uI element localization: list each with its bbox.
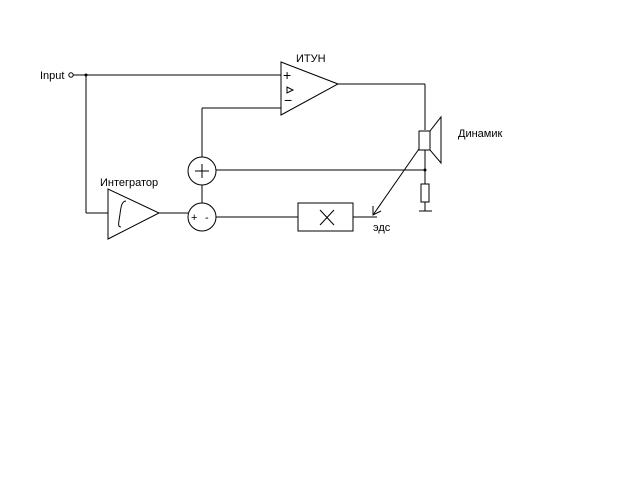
speaker-label: Динамик — [458, 128, 502, 140]
itun-plus-input: + — [283, 67, 291, 83]
lower-summing-minus: - — [205, 212, 209, 224]
integrator-label: Интегратор — [100, 177, 158, 189]
input-terminal — [68, 72, 74, 78]
integrator-amplifier — [107, 188, 161, 240]
emf-label: эдс — [373, 222, 391, 234]
multiplier-cross-b — [319, 209, 335, 226]
emf-arrowhead — [372, 206, 382, 216]
itun-label: ИТУН — [296, 53, 326, 65]
integral-symbol — [118, 200, 127, 228]
itun-minus-input: − — [284, 92, 292, 108]
speaker-cone — [429, 115, 442, 165]
itun-delta-symbol — [286, 86, 295, 94]
multiplier-block — [297, 202, 354, 232]
emf-arrow — [372, 145, 422, 216]
speaker-coil — [418, 130, 431, 151]
input-label: Input — [40, 70, 64, 82]
itun-amplifier — [280, 61, 340, 116]
lower-summing-plus: + — [191, 212, 197, 224]
sense-resistor — [420, 183, 430, 203]
